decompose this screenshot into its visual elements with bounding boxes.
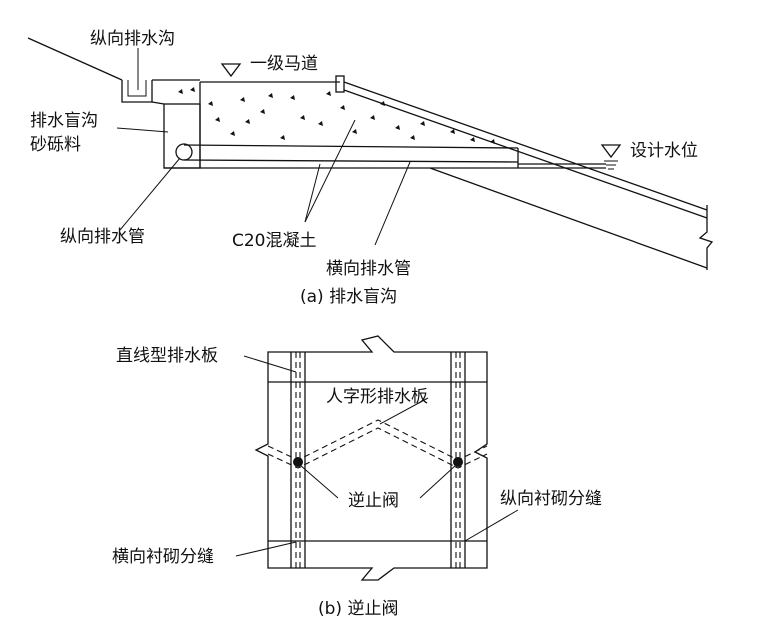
label-longitudinal-pipe: 纵向排水管 — [60, 227, 145, 247]
leader-valve-right — [419, 464, 457, 499]
leader-gravel — [116, 127, 169, 133]
label-longitudinal-ditch: 纵向排水沟 — [90, 29, 175, 49]
longitudinal-ditch — [121, 80, 153, 103]
design-water-level-marker — [600, 144, 622, 159]
caption-b: (b) 逆止阀 — [318, 599, 398, 619]
leader-valve-left — [299, 464, 339, 499]
label-longitudinal-joint: 纵向衬砌分缝 — [500, 489, 602, 509]
leader-transverse-pipe — [374, 161, 411, 246]
lining-panel — [254, 335, 488, 581]
break-mark — [698, 205, 714, 270]
caption-a: (a) 排水盲沟 — [300, 287, 397, 307]
label-check-valve: 逆止阀 — [348, 491, 399, 511]
leader-transverse-joint — [235, 541, 297, 557]
label-blind-ditch-line2: 砂砾料 — [30, 135, 81, 155]
label-concrete: C20混凝土 — [232, 231, 317, 251]
slope-lining-bottom — [343, 89, 708, 219]
leader-concrete-2 — [304, 163, 321, 223]
leader-concrete-1 — [304, 119, 356, 223]
label-transverse-pipe: 横向排水管 — [326, 259, 411, 279]
left-ground-slope — [27, 37, 123, 81]
leader-herringbone — [379, 397, 429, 425]
label-first-berm: 一级马道 — [250, 54, 318, 74]
longitudinal-ditch-inner — [127, 80, 147, 97]
label-blind-ditch-line1: 排水盲沟 — [30, 111, 98, 131]
leader-longitudinal-pipe — [119, 157, 181, 231]
concrete-stipple — [178, 87, 495, 144]
check-valve-left — [293, 457, 303, 467]
berm-level-marker — [220, 63, 242, 78]
label-design-water-level: 设计水位 — [630, 141, 698, 161]
transverse-pipe-top — [183, 144, 519, 149]
ditch-link — [151, 101, 165, 105]
check-valve-right — [453, 457, 463, 467]
figure-a-drainage-blind-ditch: 纵向排水沟 一级马道 排水盲沟 砂砾料 设计水位 纵向排水管 C20混凝土 横向… — [27, 29, 714, 307]
transverse-pipe-bottom — [183, 159, 519, 163]
figure-b-check-valve: 直线型排水板 人字形排水板 逆止阀 纵向衬砌分缝 横向衬砌分缝 (b) 逆止阀 — [112, 335, 602, 619]
label-herringbone-drain-board: 人字形排水板 — [326, 387, 428, 407]
slope-lining-top — [343, 81, 708, 211]
embankment-line — [429, 167, 708, 269]
longitudinal-pipe — [175, 143, 193, 161]
label-straight-drain-board: 直线型排水板 — [116, 346, 218, 366]
herringbone-drain-board-2 — [267, 427, 488, 469]
herringbone-drain-board-1 — [267, 419, 488, 461]
leader-straight-board — [243, 355, 297, 373]
blind-ditch-gravel — [163, 103, 201, 169]
berm-curb — [335, 75, 345, 93]
leader-longitudinal-joint — [464, 509, 519, 542]
label-transverse-joint: 横向衬砌分缝 — [112, 547, 214, 567]
